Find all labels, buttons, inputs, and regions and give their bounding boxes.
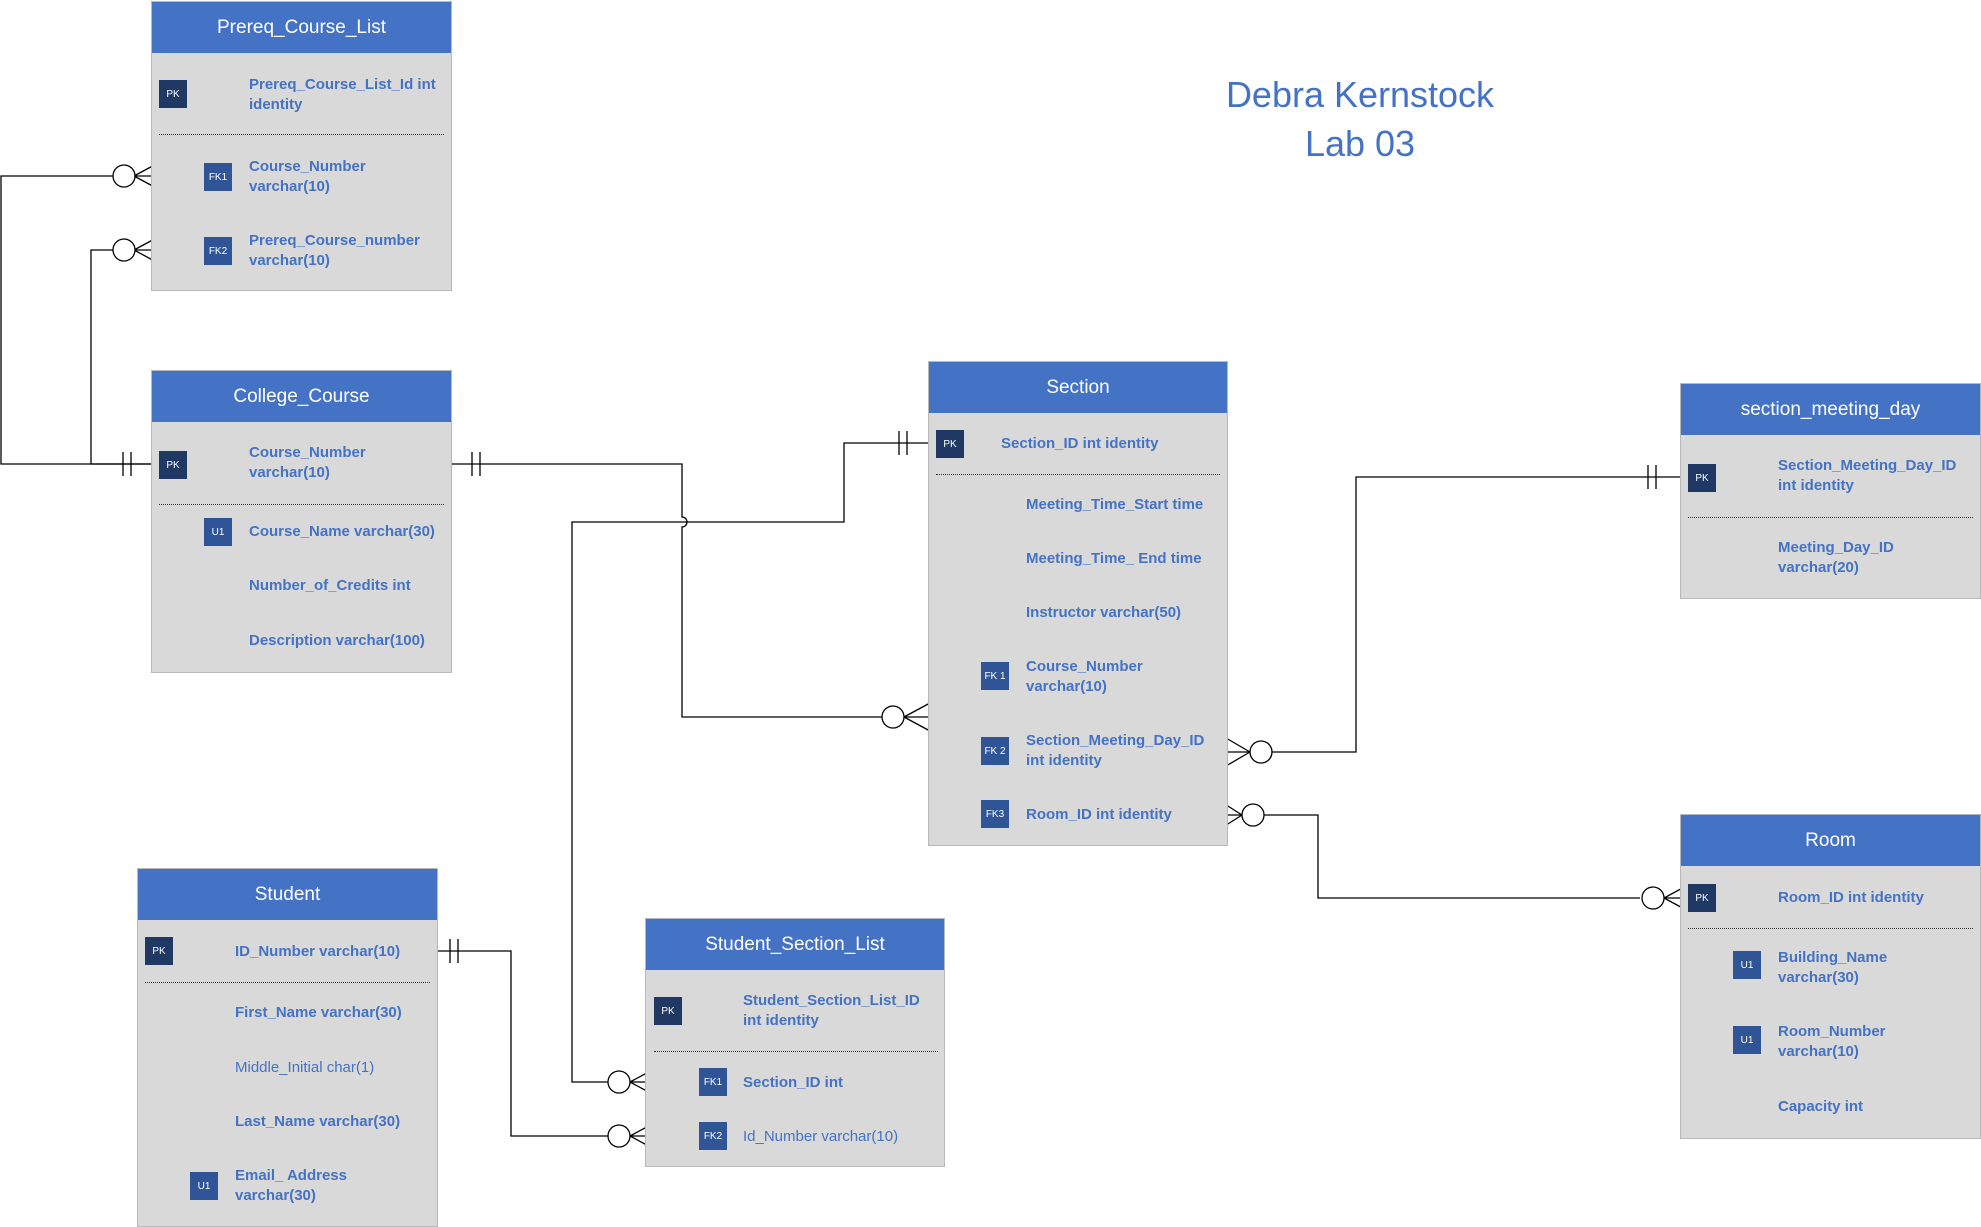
attr-id-number: ID_Number varchar(10) [235,943,401,960]
attr-capacity: Capacity int [1778,1098,1864,1115]
fk1-badge: FK1 [699,1068,727,1096]
attr-course-name: Course_Name varchar(30) [249,523,435,540]
fk2-badge: FK 2 [981,737,1009,765]
fk2-badge: FK2 [699,1122,727,1150]
pk-badge: PK [159,80,187,108]
rel-course-prereq-fk2 [90,249,152,465]
entity-header: Student [138,869,437,920]
one-bar-section-pk [898,431,908,455]
u1-badge-room-number: U1 [1733,1026,1761,1054]
zero-circle-ssl-fk2 [607,1124,631,1148]
attr-meeting-time-start: Meeting_Time_Start time [1026,496,1204,513]
rel-section-ssl [571,442,935,1083]
pk-badge: PK [654,997,682,1025]
fk1-badge: FK1 [204,163,232,191]
zero-circle-room-pk [1641,886,1665,910]
u1-badge: U1 [190,1172,218,1200]
title-author: Debra Kernstock [1225,74,1495,115]
entity-header: section_meeting_day [1681,384,1980,435]
attr-id-number: Id_Number varchar(10) [743,1128,899,1145]
attr-section-id: Section_ID int identity [1001,435,1159,452]
attr-first-name: First_Name varchar(30) [235,1004,402,1021]
rel-course-prereq-fk1 [0,175,152,465]
attr-room-id: Room_ID int identity [1778,889,1924,906]
attr-section-id: Section_ID int [743,1074,844,1091]
attr-meeting-time-end: Meeting_Time_ End time [1026,550,1202,567]
attr-description: Description varchar(100) [249,632,425,649]
pk-badge: PK [936,430,964,458]
u1-badge: U1 [204,518,232,546]
entity-section-meeting-day[interactable]: section_meeting_day PK Section_Meeting_D… [1680,383,1981,599]
pk-badge: PK [1688,464,1716,492]
entity-section[interactable]: Section PK Section_ID int identity Meeti… [928,361,1228,846]
rel-course-section [452,463,882,718]
crows-foot-section-fk1 [903,702,931,732]
pk-separator [1688,928,1973,929]
pk-badge: PK [1688,884,1716,912]
one-bar-meeting-pk [1647,465,1657,489]
zero-circle-prereq-fk1 [112,164,136,188]
title-lab: Lab 03 [1304,123,1416,164]
entity-header: Room [1681,815,1980,866]
entity-student[interactable]: Student PK ID_Number varchar(10) First_N… [137,868,438,1227]
entity-header: Prereq_Course_List [152,2,451,53]
attr-middle-initial: Middle_Initial char(1) [235,1059,375,1076]
pk-badge: PK [159,451,187,479]
pk-separator [145,982,430,983]
rel-student-ssl [431,950,608,1137]
fk3-badge: FK3 [981,800,1009,828]
entity-header: Section [929,362,1227,413]
pk-separator [936,474,1220,475]
attr-instructor: Instructor varchar(50) [1026,604,1182,621]
rel-meeting-section [1272,476,1688,753]
zero-circle-section-fk2 [1249,740,1273,764]
attr-number-of-credits: Number_of_Credits int [249,577,411,594]
zero-circle-section-fk1 [881,705,905,729]
fk1-badge: FK 1 [981,662,1009,690]
attr-room-id: Room_ID int identity [1026,806,1172,823]
pk-separator [654,1051,938,1052]
attr-last-name: Last_Name varchar(30) [235,1113,401,1130]
one-bar-course-pk [122,452,132,476]
one-bar-student-pk [449,939,459,963]
entity-prereq-course-list[interactable]: Prereq_Course_List PK Prereq_Course_List… [151,1,452,291]
pk-separator [1688,517,1973,518]
diagram-title: Debra Kernstock Lab 03 [1150,70,1570,168]
one-bar-course-right [471,452,481,476]
pk-separator [159,504,444,505]
entity-header: College_Course [152,371,451,422]
zero-circle-section-fk3 [1241,803,1265,827]
crows-foot-section-fk2 [1225,737,1251,767]
entity-header: Student_Section_List [646,919,944,970]
zero-circle-prereq-fk2 [112,238,136,262]
zero-circle-ssl-fk1 [607,1070,631,1094]
entity-student-section-list[interactable]: Student_Section_List PK Student_Section_… [645,918,945,1167]
u1-badge-building: U1 [1733,951,1761,979]
entity-room[interactable]: Room PK Room_ID int identity U1 Building… [1680,814,1981,1139]
pk-badge: PK [145,937,173,965]
pk-separator [159,134,444,135]
fk2-badge: FK2 [204,237,232,265]
rel-room-section [1264,814,1640,899]
